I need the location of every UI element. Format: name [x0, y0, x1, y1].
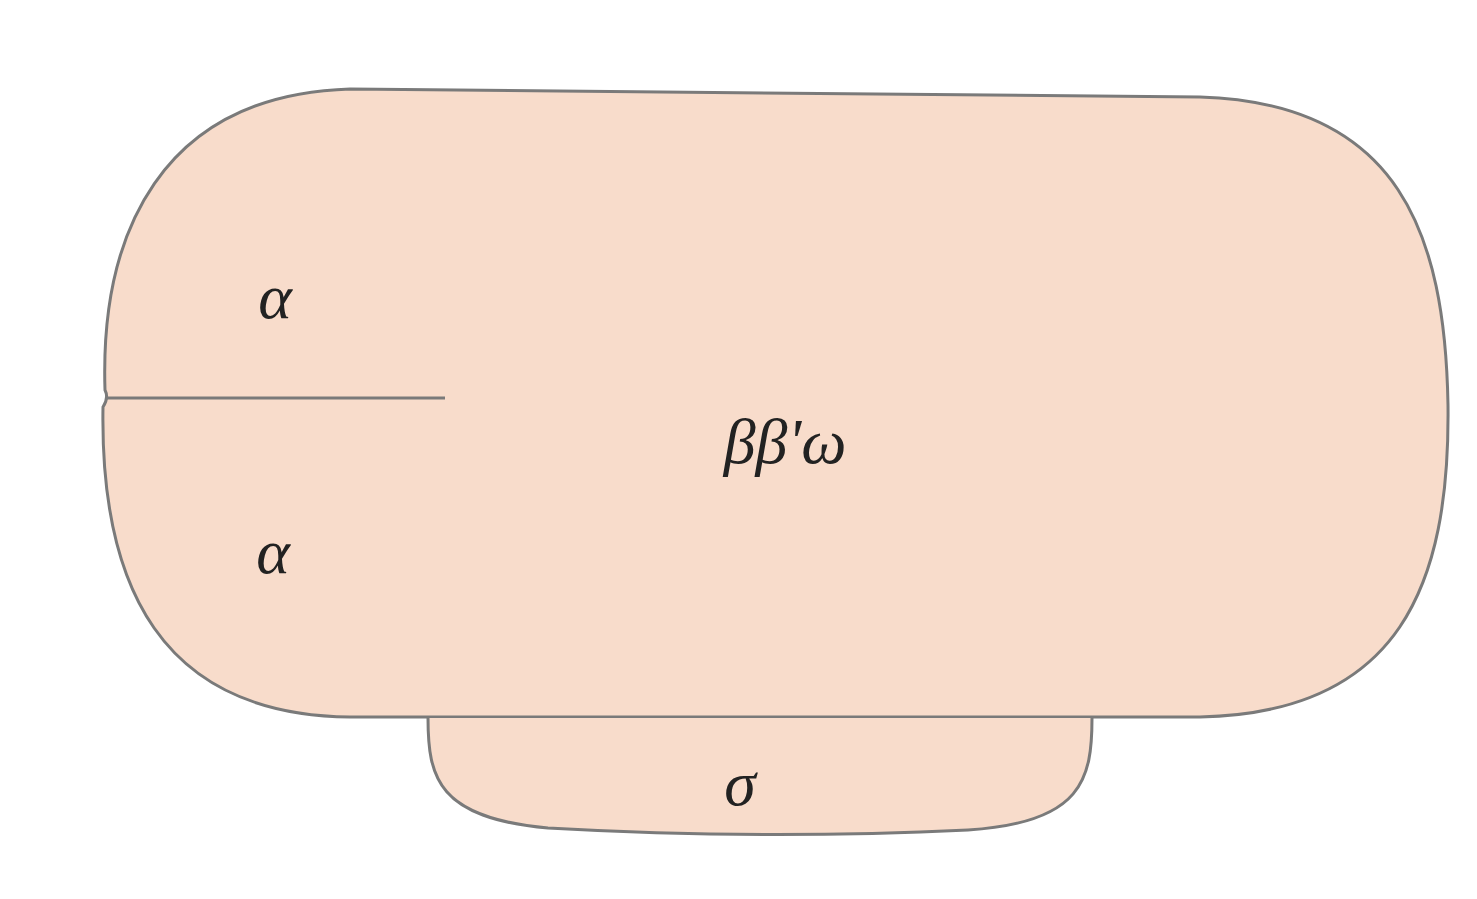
subunit-label: α — [258, 265, 292, 329]
cleft-line — [105, 397, 445, 400]
core-enzyme: α ββ'ω α — [100, 85, 1450, 720]
subunit-shape — [103, 89, 1448, 717]
subunit-label: α — [256, 520, 290, 584]
subunit-label: σ — [724, 752, 756, 816]
sigma-subunit: σ — [428, 718, 1092, 838]
subunit-shape — [428, 718, 1092, 835]
subunit-label: ββ'ω — [724, 410, 847, 474]
subunit-outline — [428, 718, 1092, 838]
subunit-outline — [100, 85, 1450, 720]
